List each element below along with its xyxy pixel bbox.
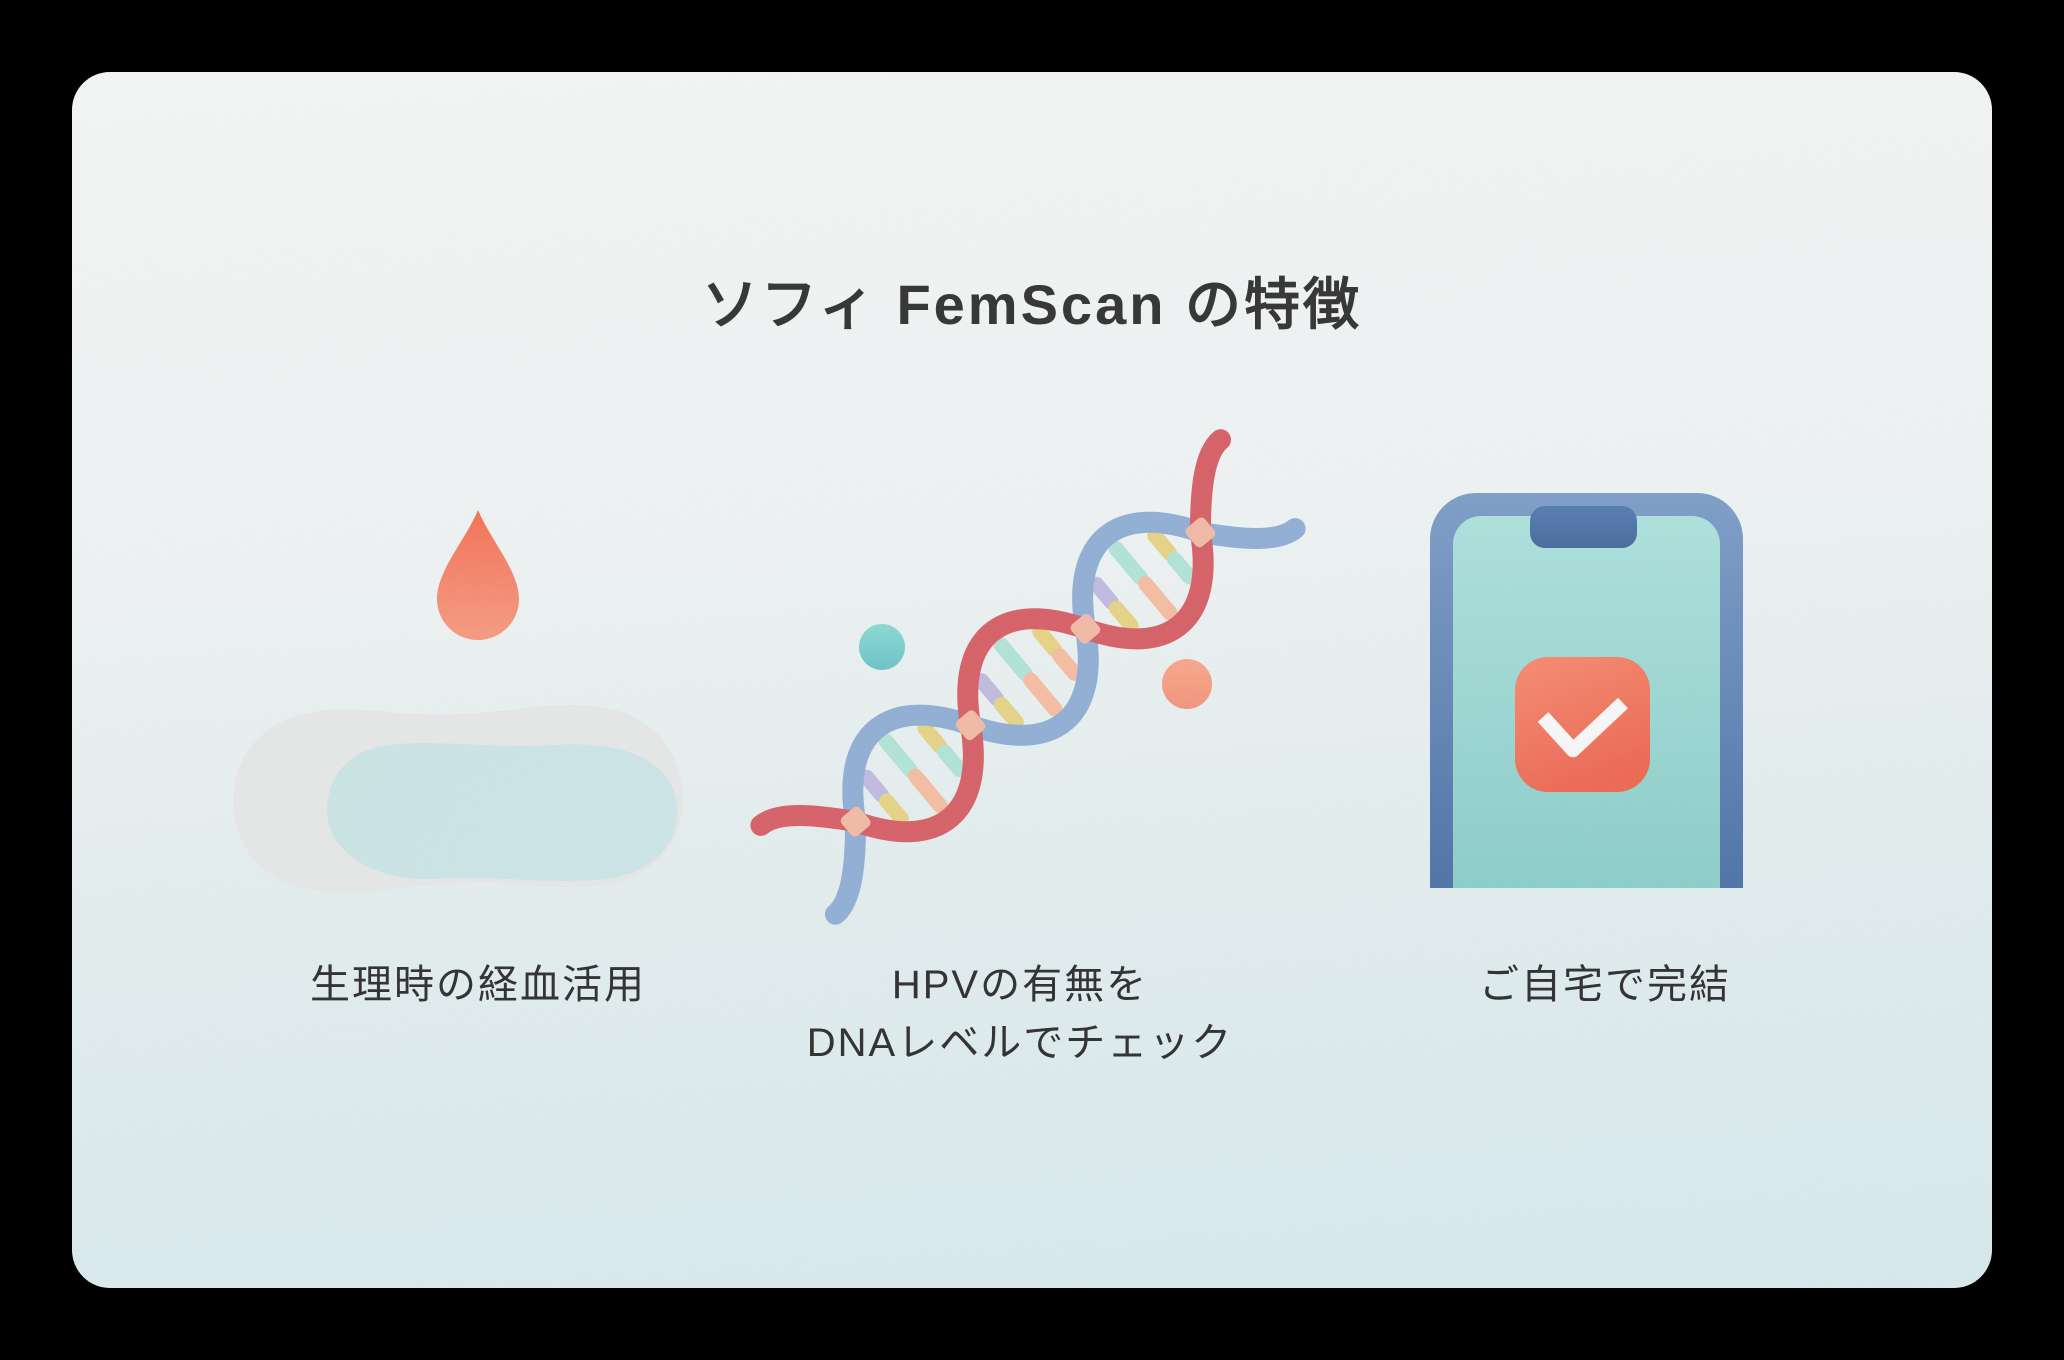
feature-label-line: ご自宅で完結 bbox=[1479, 963, 1731, 1007]
salmon-dot bbox=[1162, 659, 1212, 709]
blood-drop-pad-icon bbox=[233, 510, 683, 893]
feature-label-line: HPVの有無を bbox=[891, 963, 1149, 1007]
feature-label-menstrual-blood: 生理時の経血活用 bbox=[310, 956, 646, 1014]
page-title: ソフィ FemScan の特徴 bbox=[702, 273, 1362, 336]
phone-notch bbox=[1530, 506, 1637, 548]
feature-label-complete-at-home: ご自宅で完結 bbox=[1479, 956, 1731, 1014]
feature-label-line: DNAレベルでチェック bbox=[806, 1021, 1234, 1065]
teal-dot bbox=[859, 624, 905, 670]
feature-label-line: 生理時の経血活用 bbox=[310, 963, 646, 1007]
blood-drop-shape bbox=[437, 510, 519, 640]
dna-helix-icon bbox=[750, 429, 1306, 925]
base-pair-rungs bbox=[859, 527, 1197, 827]
feature-card: ソフィ FemScan の特徴 bbox=[72, 72, 1992, 1288]
smartphone-check-icon bbox=[1430, 493, 1743, 888]
pad-inner-core bbox=[327, 743, 678, 881]
check-app-tile bbox=[1515, 657, 1650, 792]
feature-label-hpv-dna-check: HPVの有無を DNAレベルでチェック bbox=[807, 956, 1233, 1072]
helix-group bbox=[750, 429, 1306, 925]
